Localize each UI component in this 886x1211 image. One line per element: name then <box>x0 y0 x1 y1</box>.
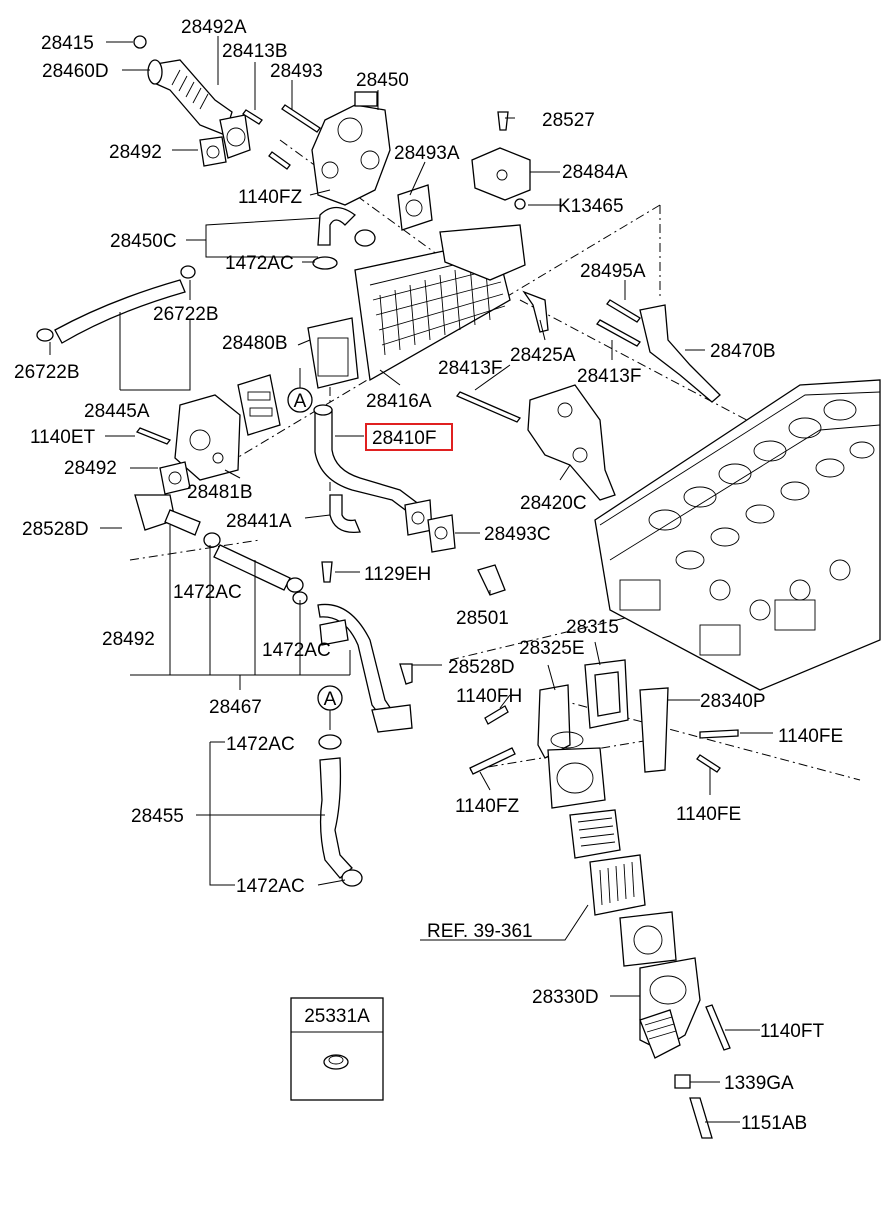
label-28492-top[interactable]: 28492 <box>109 142 162 163</box>
label-28413F-b[interactable]: 28413F <box>577 366 641 387</box>
gasket-28493C <box>427 514 456 553</box>
egr-elbow-28450C <box>312 206 376 270</box>
label-28445A[interactable]: 28445A <box>84 401 150 422</box>
housing-28481B <box>135 394 241 495</box>
label-28340P[interactable]: 28340P <box>700 691 766 712</box>
label-28415[interactable]: 28415 <box>41 33 94 54</box>
highlight-box-28410F <box>365 423 453 451</box>
intake-stack-28330D <box>569 809 731 1139</box>
flex-hose-28460D <box>147 59 233 136</box>
leader-lines <box>49 36 773 1123</box>
label-28315[interactable]: 28315 <box>566 617 619 638</box>
label-28480B[interactable]: 28480B <box>222 333 288 354</box>
hose-28445A <box>36 265 196 344</box>
label-28460D[interactable]: 28460D <box>42 61 109 82</box>
elbow-28441A <box>329 494 361 534</box>
label-28441A[interactable]: 28441A <box>226 511 292 532</box>
label-28492A[interactable]: 28492A <box>181 17 247 38</box>
hose-28467 <box>134 494 308 605</box>
egr-valve-28450 <box>311 91 391 206</box>
label-1140FH[interactable]: 1140FH <box>456 686 522 707</box>
label-1472AC-top[interactable]: 1472AC <box>225 253 294 274</box>
label-28493A[interactable]: 28493A <box>394 143 460 164</box>
label-26722B-mid[interactable]: 26722B <box>153 304 219 325</box>
label-28467[interactable]: 28467 <box>209 697 262 718</box>
label-1151AB[interactable]: 1151AB <box>741 1113 807 1134</box>
label-1472AC-mid1[interactable]: 1472AC <box>173 582 242 603</box>
label-1339GA[interactable]: 1339GA <box>724 1073 794 1094</box>
label-1129EH[interactable]: 1129EH <box>364 564 431 585</box>
bracket-28420C <box>527 384 616 501</box>
label-ref-39-361[interactable]: REF. 39-361 <box>427 921 533 942</box>
pipe-lower-bend <box>317 603 413 733</box>
label-28330D[interactable]: 28330D <box>532 987 599 1008</box>
label-1140FT[interactable]: 1140FT <box>760 1021 824 1042</box>
label-28413B[interactable]: 28413B <box>222 41 288 62</box>
label-26722B-left[interactable]: 26722B <box>14 362 80 383</box>
valve-28480B <box>237 374 281 436</box>
label-1140FE-b[interactable]: 1140FE <box>676 804 741 825</box>
label-1472AC-low2[interactable]: 1472AC <box>236 876 305 897</box>
label-28527[interactable]: 28527 <box>542 110 595 131</box>
callout-a-upper-group: A <box>287 387 313 413</box>
hose-28455 <box>318 734 363 887</box>
label-28450[interactable]: 28450 <box>356 70 409 91</box>
label-28450C[interactable]: 28450C <box>110 231 177 252</box>
label-28413F-a[interactable]: 28413F <box>438 358 502 379</box>
bolts-top <box>133 35 526 210</box>
bracket-28484A <box>471 147 531 201</box>
label-28528D-left[interactable]: 28528D <box>22 519 89 540</box>
label-28484A[interactable]: 28484A <box>562 162 628 183</box>
label-28528D-right[interactable]: 28528D <box>448 657 515 678</box>
gasket-28492-top <box>199 114 251 167</box>
label-28455[interactable]: 28455 <box>131 806 184 827</box>
label-28420C[interactable]: 28420C <box>520 493 587 514</box>
egr-cooler-28416A <box>307 224 549 389</box>
label-28416A[interactable]: 28416A <box>366 391 432 412</box>
label-28501[interactable]: 28501 <box>456 608 509 629</box>
label-28493[interactable]: 28493 <box>270 61 323 82</box>
pipe-28410F <box>313 404 433 536</box>
label-1140ET[interactable]: 1140ET <box>30 427 96 448</box>
callout-a-lower: A <box>324 689 337 710</box>
label-28495A[interactable]: 28495A <box>580 261 646 282</box>
label-28481B[interactable]: 28481B <box>187 482 253 503</box>
label-1472AC-mid2[interactable]: 1472AC <box>262 640 331 661</box>
label-28325E[interactable]: 28325E <box>519 638 585 659</box>
label-1472AC-low1[interactable]: 1472AC <box>226 734 295 755</box>
bracket-28470B <box>455 299 721 423</box>
label-1140FE-a[interactable]: 1140FE <box>778 726 843 747</box>
gasket-28493A <box>397 184 433 231</box>
label-28425A[interactable]: 28425A <box>510 345 576 366</box>
label-28410F[interactable]: 28410F <box>372 428 436 449</box>
callout-a-upper: A <box>294 391 307 412</box>
part-labels: 28415 28492A 28460D 28413B 28493 28450 2… <box>14 17 843 1134</box>
label-1140FZ-top[interactable]: 1140FZ <box>238 187 302 208</box>
label-K13465[interactable]: K13465 <box>558 196 624 217</box>
inset-box-title: 25331A <box>304 1006 370 1027</box>
throttle-assembly-28325E <box>321 561 739 809</box>
callout-a-lower-group: A <box>317 685 343 711</box>
label-28470B[interactable]: 28470B <box>710 341 776 362</box>
label-28492-low[interactable]: 28492 <box>102 629 155 650</box>
inset-box-25331A: 25331A <box>290 997 384 1101</box>
cylinder-head <box>594 379 881 691</box>
label-1140FZ-low[interactable]: 1140FZ <box>455 796 519 817</box>
clamp-25331A-icon <box>323 1054 349 1070</box>
label-28492-mid[interactable]: 28492 <box>64 458 117 479</box>
label-28493C[interactable]: 28493C <box>484 524 551 545</box>
